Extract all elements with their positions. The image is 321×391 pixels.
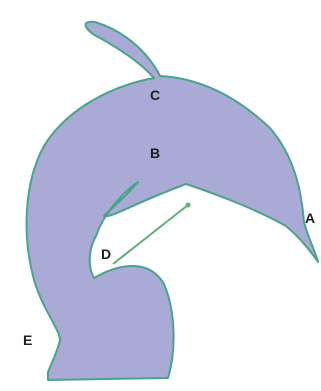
segment-line-d <box>113 205 188 264</box>
label-d: D <box>101 246 111 262</box>
label-c: C <box>150 87 160 103</box>
label-b: B <box>150 145 160 161</box>
label-e: E <box>23 332 32 348</box>
segment-endpoint <box>186 203 191 208</box>
label-a: A <box>305 210 315 226</box>
dolphin-body <box>27 22 318 380</box>
